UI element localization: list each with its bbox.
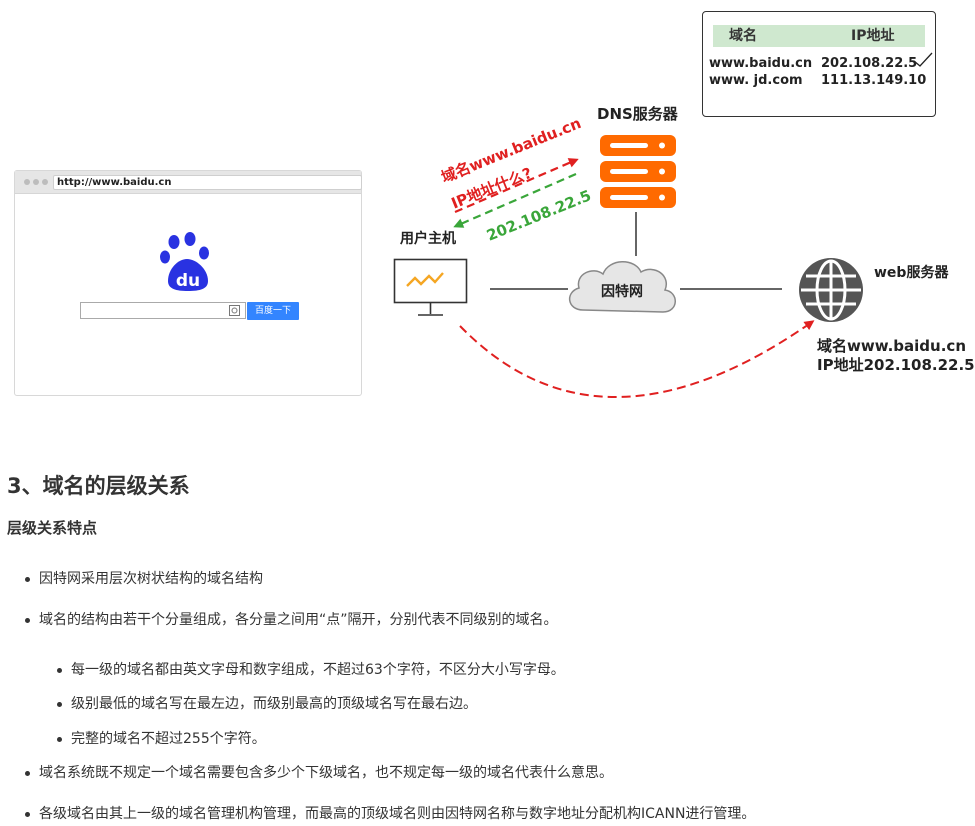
bullet-icon bbox=[57, 668, 62, 673]
baidu-search-input[interactable] bbox=[80, 302, 246, 319]
list-item: 域名系统既不规定一个域名需要包含多少个下级域名，也不规定每一级的域名代表什么意思… bbox=[39, 765, 613, 781]
header-ip: IP地址 bbox=[851, 28, 895, 44]
baidu-search-button[interactable]: 百度一下 bbox=[247, 302, 299, 320]
baidu-logo-text: du bbox=[176, 271, 200, 291]
row1-ip: 202.108.22.5 bbox=[821, 56, 918, 71]
globe-icon bbox=[799, 258, 863, 322]
bullet-icon bbox=[57, 737, 62, 742]
list-item: 各级域名由其上一级的域名管理机构管理，而最高的顶级域名则由因特网名称与数字地址分… bbox=[39, 806, 756, 822]
row1-domain: www.baidu.cn bbox=[709, 56, 813, 71]
computer-monitor-icon bbox=[393, 258, 468, 316]
query-arrow bbox=[454, 158, 579, 214]
dns-server-icon bbox=[600, 135, 676, 208]
window-dot-icon bbox=[33, 179, 39, 185]
list-item: 每一级的域名都由英文字母和数字组成，不超过63个字符，不区分大小写字母。 bbox=[71, 662, 565, 678]
bullet-icon bbox=[25, 618, 30, 623]
list-item: 级别最低的域名写在最左边，而级别最高的顶级域名写在最右边。 bbox=[71, 696, 477, 712]
host-label: 用户主机 bbox=[400, 231, 456, 247]
section-heading: 3、域名的层级关系 bbox=[7, 474, 190, 498]
window-dot-icon bbox=[42, 179, 48, 185]
web-ip-label: IP地址202.108.22.5 bbox=[817, 356, 975, 374]
dns-record-table: 域名 IP地址 www.baidu.cn 202.108.22.5 www. j… bbox=[702, 11, 936, 117]
list-item: 完整的域名不超过255个字符。 bbox=[71, 731, 266, 747]
web-server-label: web服务器 bbox=[874, 265, 949, 281]
window-dot-icon bbox=[24, 179, 30, 185]
reply-arrow bbox=[453, 172, 577, 228]
list-item: 域名的结构由若干个分量组成，各分量之间用“点”隔开，分别代表不同级别的域名。 bbox=[39, 612, 558, 628]
header-domain: 域名 bbox=[729, 28, 757, 44]
web-domain-label: 域名www.baidu.cn bbox=[817, 337, 966, 355]
connection-lines bbox=[453, 158, 815, 398]
bullet-icon bbox=[25, 577, 30, 582]
table-header: 域名 IP地址 bbox=[713, 25, 925, 47]
bullet-icon bbox=[57, 702, 62, 707]
browser-toolbar: http://www.baidu.cn bbox=[15, 171, 362, 194]
check-icon bbox=[913, 52, 933, 67]
row2-domain: www. jd.com bbox=[709, 73, 803, 88]
camera-icon[interactable] bbox=[229, 305, 240, 316]
web-request-arrow bbox=[459, 320, 815, 398]
address-bar[interactable]: http://www.baidu.cn bbox=[53, 175, 362, 190]
bullet-icon bbox=[25, 771, 30, 776]
dns-server-label: DNS服务器 bbox=[597, 105, 678, 123]
row2-ip: 111.13.149.10 bbox=[821, 73, 927, 88]
browser-mockup: http://www.baidu.cn du 百度一下 bbox=[14, 170, 362, 396]
baidu-paw-logo-icon: du bbox=[160, 232, 209, 291]
bullet-icon bbox=[25, 812, 30, 817]
section-subheading: 层级关系特点 bbox=[7, 519, 98, 537]
list-item: 因特网采用层次树状结构的域名结构 bbox=[39, 571, 263, 587]
internet-cloud-icon bbox=[569, 261, 676, 313]
internet-label: 因特网 bbox=[601, 284, 643, 300]
